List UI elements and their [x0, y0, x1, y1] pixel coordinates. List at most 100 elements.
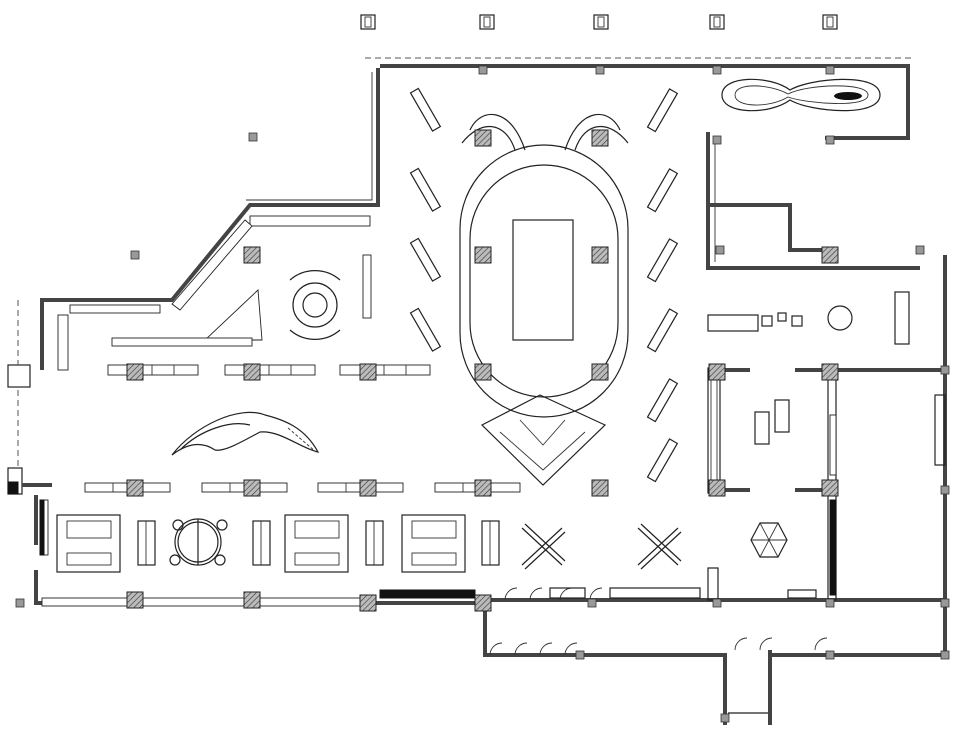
small-column [712, 65, 722, 75]
table-top [411, 520, 457, 539]
car-icon [483, 16, 491, 28]
columns [15, 65, 950, 723]
small-column [940, 650, 950, 660]
narrow-shelf [252, 520, 271, 566]
structural-column [126, 591, 144, 609]
structural-column [708, 479, 726, 497]
structural-column [591, 363, 609, 381]
angled-display-panel [646, 238, 679, 283]
angled-display-panel [409, 87, 442, 132]
table-bottom [294, 552, 340, 566]
parking-marker [360, 14, 376, 30]
parking-marker [479, 14, 495, 30]
car-icon [826, 16, 834, 28]
track-feature [721, 78, 881, 112]
structural-column [243, 363, 261, 381]
door-swing [814, 637, 828, 651]
small-column [712, 598, 722, 608]
structural-column [474, 363, 492, 381]
round-display-lower [169, 518, 228, 566]
display-table [401, 514, 466, 573]
small-column [712, 135, 722, 145]
door-swing [504, 587, 518, 601]
car-icon [713, 16, 721, 28]
gondola-shelf [224, 364, 316, 376]
door-swing [759, 637, 773, 651]
angled-display-panel [646, 308, 679, 353]
wall-shelving [39, 215, 476, 607]
structural-column [359, 479, 377, 497]
structural-column [591, 479, 609, 497]
small-column [478, 65, 488, 75]
gondola-shelf [339, 364, 431, 376]
structural-column [591, 129, 609, 147]
door-swing [564, 642, 578, 656]
gondola-rows [84, 364, 521, 493]
small-column [595, 65, 605, 75]
structural-column [821, 479, 839, 497]
display-tables [56, 514, 500, 573]
sculpture-feature [171, 411, 320, 456]
structural-column [821, 246, 839, 264]
door-swing [514, 642, 528, 656]
small-column [940, 365, 950, 375]
structural-column [126, 479, 144, 497]
small-column [715, 245, 725, 255]
small-column [825, 65, 835, 75]
table-bottom [66, 552, 112, 566]
narrow-shelf [137, 520, 156, 566]
display-table [56, 514, 121, 573]
angled-display-panel [409, 237, 442, 282]
table-top [66, 520, 112, 539]
exterior-markers [360, 14, 838, 30]
structural-column [474, 594, 492, 612]
small-column [130, 250, 140, 260]
door-swing [734, 637, 748, 651]
parking-marker [822, 14, 838, 30]
parking-marker [709, 14, 725, 30]
parking-marker [593, 14, 609, 30]
right-rooms [549, 291, 946, 601]
structural-column [708, 363, 726, 381]
narrow-shelf [365, 520, 384, 566]
car-icon [364, 16, 372, 28]
angled-panels [409, 87, 679, 483]
small-column [940, 598, 950, 608]
angled-display-panel [646, 378, 679, 423]
table-top [294, 520, 340, 539]
angled-display-panel [646, 168, 679, 213]
angled-display-panel [409, 307, 442, 352]
small-column [15, 598, 25, 608]
structural-column [126, 363, 144, 381]
exterior-walls [7, 57, 947, 725]
central-oval-stage [459, 113, 629, 486]
small-column [825, 135, 835, 145]
small-column [587, 598, 597, 608]
structural-column [359, 594, 377, 612]
small-column [940, 485, 950, 495]
table-bottom [411, 552, 457, 566]
door-swing [489, 642, 503, 656]
small-column [825, 650, 835, 660]
narrow-shelf [481, 520, 500, 566]
structural-column [474, 246, 492, 264]
display-table [284, 514, 349, 573]
angled-display-panel [646, 438, 679, 483]
structural-column [474, 479, 492, 497]
door-swing [539, 642, 553, 656]
structural-column [359, 363, 377, 381]
car-icon [597, 16, 605, 28]
angled-display-panel [646, 88, 679, 133]
angled-display-panel [409, 167, 442, 212]
small-column [248, 132, 258, 142]
structural-column [591, 246, 609, 264]
small-column [915, 245, 925, 255]
round-display-upper [289, 270, 341, 340]
structural-column [243, 591, 261, 609]
structural-column [474, 129, 492, 147]
structural-column [243, 246, 261, 264]
gondola-shelf [107, 364, 199, 376]
door-swing [529, 587, 543, 601]
small-column [825, 598, 835, 608]
